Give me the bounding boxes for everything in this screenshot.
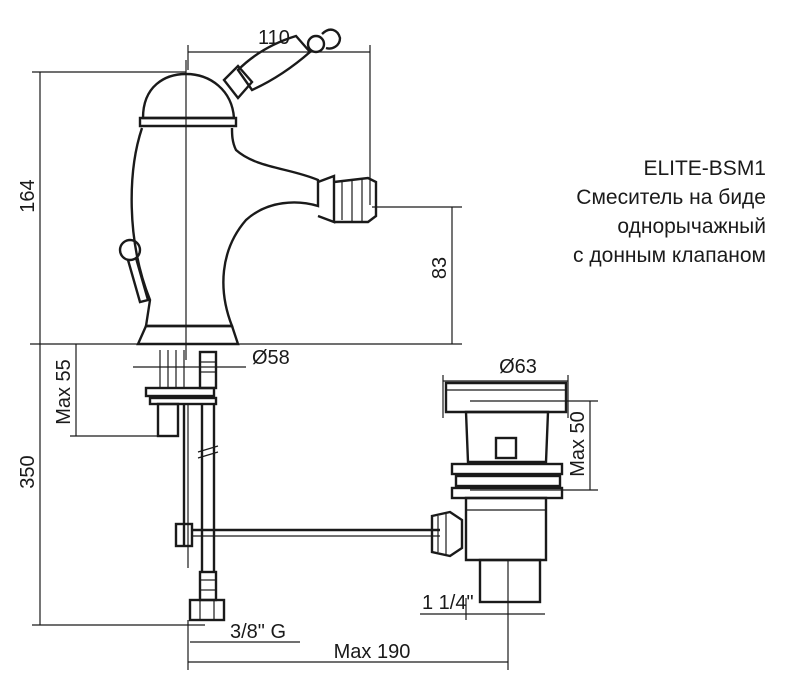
dim-max-reach: Max 190 [334,641,411,663]
dimension-labels: 110 164 83 Ø58 Max 55 350 Ø63 Max 50 1 1… [17,27,589,663]
dim-hose-thread: 3/8" G [230,621,286,643]
dimension-lines [30,45,598,670]
mounting-assembly [144,350,440,568]
dim-base-diameter: Ø58 [252,347,290,369]
description-line-3: с донным клапаном [573,244,766,267]
dim-max-below: Max 55 [53,359,75,425]
drain-valve [430,381,568,604]
faucet-body [130,60,378,360]
popup-lever [118,238,150,304]
product-caption: ELITE-BSM1 Смеситель на биде однорычажны… [573,154,766,270]
handle [222,28,342,100]
description-line-2: однорычажный [617,215,766,238]
dim-valve-thread: 1 1/4" [422,592,474,614]
flex-hose [188,350,226,622]
description-line-1: Смеситель на биде [576,186,766,209]
dim-total-height: 164 [17,179,39,212]
dim-top-width: 110 [258,27,290,49]
dim-spout-height: 83 [429,257,451,279]
dim-valve-diameter: Ø63 [499,356,537,378]
dim-hose-length: 350 [17,455,39,488]
product-model: ELITE-BSM1 [643,157,766,180]
dim-valve-max: Max 50 [567,411,589,477]
